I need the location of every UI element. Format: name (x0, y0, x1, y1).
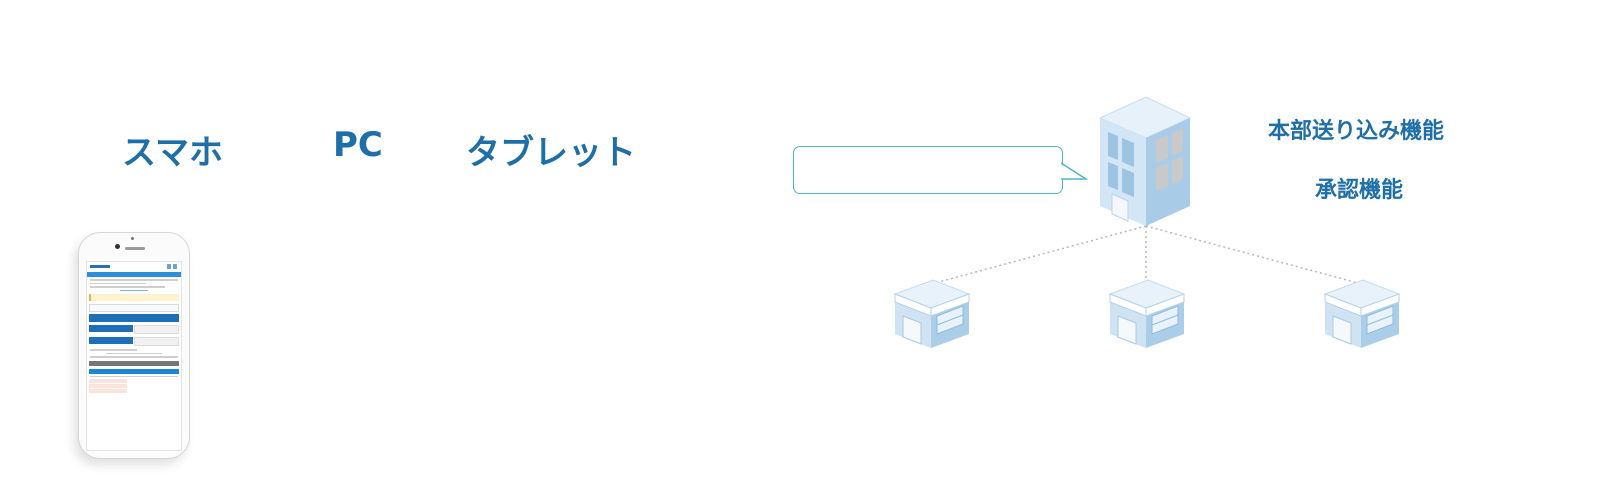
phone-screen-text-line (90, 279, 178, 281)
phone-screen (86, 261, 182, 451)
phone-screen-list-row (89, 314, 179, 322)
connector-hq-store-right (1145, 225, 1359, 284)
speech-bubble (793, 146, 1063, 194)
phone-screen-menu-icon (173, 264, 177, 269)
phone-screen-button (133, 337, 179, 346)
speech-bubble-tail (1058, 162, 1089, 180)
phone-speaker (125, 247, 145, 250)
phone-screen-buttons (89, 337, 179, 346)
store-icon-store-right (1323, 279, 1401, 348)
phone-screen-text-line (90, 282, 147, 284)
phone-screen-notice (89, 294, 179, 301)
phone-screen-button (133, 325, 179, 334)
phone-sensor (131, 237, 134, 240)
office-building-icon (1098, 96, 1192, 226)
phone-screen-button (89, 337, 133, 344)
approval-feature-label: 承認機能 (1315, 178, 1404, 203)
smartphone-label: スマホ (122, 133, 223, 173)
store-icon-store-left (893, 279, 971, 348)
phone-screen-text-line (105, 352, 163, 354)
connector-lines (934, 225, 1359, 284)
phone-screen-section-header (89, 360, 179, 366)
phone-screen-highlight (89, 379, 127, 383)
phone-screen-highlight (89, 384, 127, 388)
phone-screen-selected-row (89, 368, 179, 374)
pc-label: PC (333, 125, 383, 165)
phone-screen-button (89, 325, 133, 332)
connector-hq-store-left (934, 225, 1147, 284)
phone-screen-list-row (89, 304, 179, 312)
phone-camera (115, 244, 120, 249)
phone-screen-pager (90, 356, 178, 358)
phone-screen-menu-icon (167, 264, 171, 269)
phone-screen-logo (90, 265, 110, 268)
tablet-label: タブレット (466, 133, 636, 173)
phone-screen-highlight (89, 389, 127, 393)
hq-send-feature-label: 本部送り込み機能 (1268, 119, 1445, 144)
phone-screen-header (87, 262, 181, 272)
phone-screen-text-line (90, 375, 178, 377)
phone-screen-text-line (90, 349, 137, 351)
phone-screen-nav-bar (87, 272, 181, 277)
phone-screen-text-line (90, 286, 166, 288)
phone-screen-progress (119, 289, 149, 291)
phone-screen-buttons (89, 325, 179, 334)
smartphone-icon (78, 232, 190, 459)
store-icon-store-center (1108, 279, 1186, 348)
